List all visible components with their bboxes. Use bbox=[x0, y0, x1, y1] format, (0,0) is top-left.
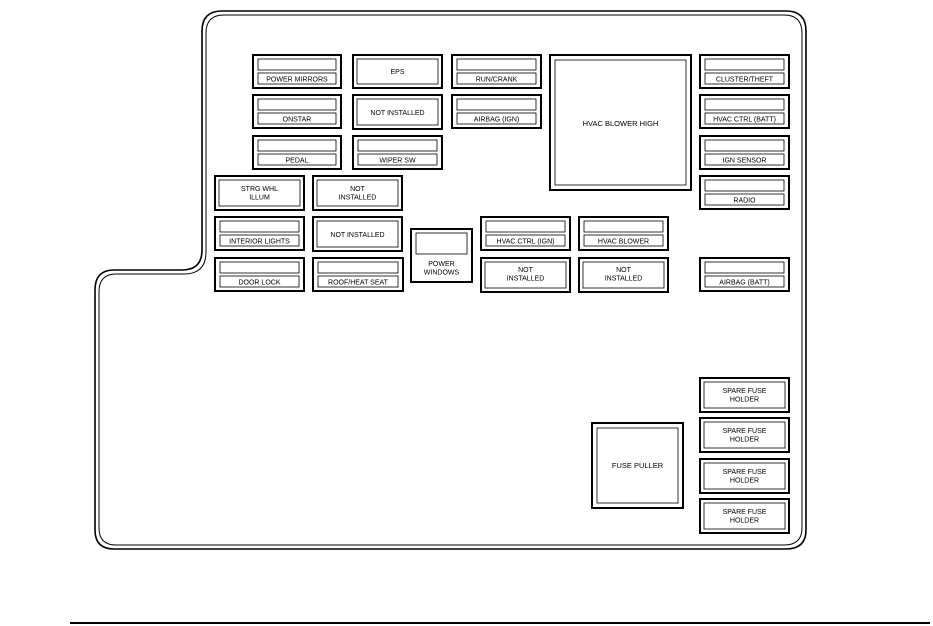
fuse-hvac-ctrl-batt: HVAC CTRL (BATT) bbox=[699, 94, 790, 129]
fuse-radio: RADIO bbox=[699, 175, 790, 210]
fuse-interior-lights: INTERIOR LIGHTS bbox=[214, 216, 305, 251]
fuse-hvac-ctrl-ign: HVAC CTRL (IGN) bbox=[480, 216, 571, 251]
fuse-wiper-sw: WIPER SW bbox=[352, 135, 443, 170]
fuse-cluster-theft: CLUSTER/THEFT bbox=[699, 54, 790, 89]
spare-label-line: HOLDER bbox=[730, 478, 759, 485]
fuse-label-line: POWER bbox=[428, 261, 454, 268]
fuse-eps: EPS bbox=[352, 54, 443, 89]
fuse-power-windows: POWER WINDOWS bbox=[410, 228, 473, 283]
fuse-block-housing-outer bbox=[94, 10, 807, 550]
spare-label-line: HOLDER bbox=[730, 518, 759, 525]
fuse-label: INTERIOR LIGHTS bbox=[229, 239, 290, 246]
fuse-label-line: INSTALLED bbox=[339, 195, 377, 202]
fuse-ign-sensor: IGN SENSOR bbox=[699, 135, 790, 170]
spare-label-line: SPARE FUSE bbox=[723, 388, 767, 395]
fuse-label-line: WINDOWS bbox=[424, 270, 460, 277]
fuse-hvac-blower: HVAC BLOWER bbox=[578, 216, 669, 251]
fuse-label: IGN SENSOR bbox=[723, 158, 767, 165]
spare-fuse-holder-2: SPARE FUSE HOLDER bbox=[699, 417, 790, 453]
spare-fuse-holder-4: SPARE FUSE HOLDER bbox=[699, 498, 790, 534]
fuse-not-installed-4: NOT INSTALLED bbox=[480, 257, 571, 293]
fuse-label: HVAC CTRL (BATT) bbox=[713, 117, 776, 124]
fuse-label: POWER MIRRORS bbox=[266, 77, 328, 84]
fuse-label: WIPER SW bbox=[379, 158, 416, 165]
fuse-door-lock: DOOR LOCK bbox=[214, 257, 305, 292]
fuse-block-housing-inner bbox=[98, 14, 803, 546]
fuse-not-installed-1: NOT INSTALLED bbox=[352, 94, 443, 130]
fuse-run-crank: RUN/CRANK bbox=[451, 54, 542, 89]
fuse-pedal: PEDAL bbox=[252, 135, 342, 170]
fuse-label: RADIO bbox=[733, 198, 756, 205]
fuse-label-line: ILLUM bbox=[249, 195, 270, 202]
fuse-label: HVAC CTRL (IGN) bbox=[497, 239, 555, 246]
fuse-onstar: ONSTAR bbox=[252, 94, 342, 129]
spare-fuse-holder-3: SPARE FUSE HOLDER bbox=[699, 458, 790, 494]
fuse-label-line: NOT bbox=[518, 267, 534, 274]
spare-label-line: HOLDER bbox=[730, 397, 759, 404]
fuse-label: PEDAL bbox=[286, 158, 309, 165]
fuse-label-line: EPS bbox=[390, 69, 404, 76]
relay-label: HVAC BLOWER HIGH bbox=[583, 119, 659, 128]
fuse-label-line: NOT INSTALLED bbox=[330, 232, 384, 239]
fuse-label: ROOF/HEAT SEAT bbox=[328, 280, 389, 287]
spare-label-line: SPARE FUSE bbox=[723, 428, 767, 435]
spare-label-line: SPARE FUSE bbox=[723, 469, 767, 476]
fuse-roof-heat-seat: ROOF/HEAT SEAT bbox=[312, 257, 404, 292]
fuse-label-line: NOT INSTALLED bbox=[370, 110, 424, 117]
fuse-power-mirrors: POWER MIRRORS bbox=[252, 54, 342, 89]
fuse-label: CLUSTER/THEFT bbox=[716, 77, 774, 84]
hvac-blower-high-relay: HVAC BLOWER HIGH bbox=[549, 54, 692, 191]
fuse-label-line: INSTALLED bbox=[507, 276, 545, 283]
fuse-puller: FUSE PULLER bbox=[591, 422, 684, 509]
fuse-not-installed-2: NOT INSTALLED bbox=[312, 175, 403, 211]
fuse-puller-label: FUSE PULLER bbox=[612, 461, 664, 470]
fuse-strg-whl-illum: STRG WHL ILLUM bbox=[214, 175, 305, 211]
spare-label-line: HOLDER bbox=[730, 437, 759, 444]
fuse-label: ONSTAR bbox=[283, 117, 312, 124]
fuse-not-installed-5: NOT INSTALLED bbox=[578, 257, 669, 293]
fuse-label: RUN/CRANK bbox=[476, 77, 518, 84]
spare-fuse-holder-1: SPARE FUSE HOLDER bbox=[699, 377, 790, 413]
fuse-label: AIRBAG (IGN) bbox=[474, 117, 520, 124]
fuse-label-line: INSTALLED bbox=[605, 276, 643, 283]
fuse-label: HVAC BLOWER bbox=[598, 239, 649, 246]
fuse-label-line: STRG WHL bbox=[241, 186, 278, 193]
fuse-not-installed-3: NOT INSTALLED bbox=[312, 216, 403, 252]
fuse-airbag-batt: AIRBAG (BATT) bbox=[699, 257, 790, 292]
fuse-label-line: NOT bbox=[616, 267, 632, 274]
fuse-airbag-ign: AIRBAG (IGN) bbox=[451, 94, 542, 129]
fuse-label: AIRBAG (BATT) bbox=[719, 280, 769, 287]
fuse-label: DOOR LOCK bbox=[238, 280, 280, 287]
fuse-label-line: NOT bbox=[350, 186, 366, 193]
spare-label-line: SPARE FUSE bbox=[723, 509, 767, 516]
